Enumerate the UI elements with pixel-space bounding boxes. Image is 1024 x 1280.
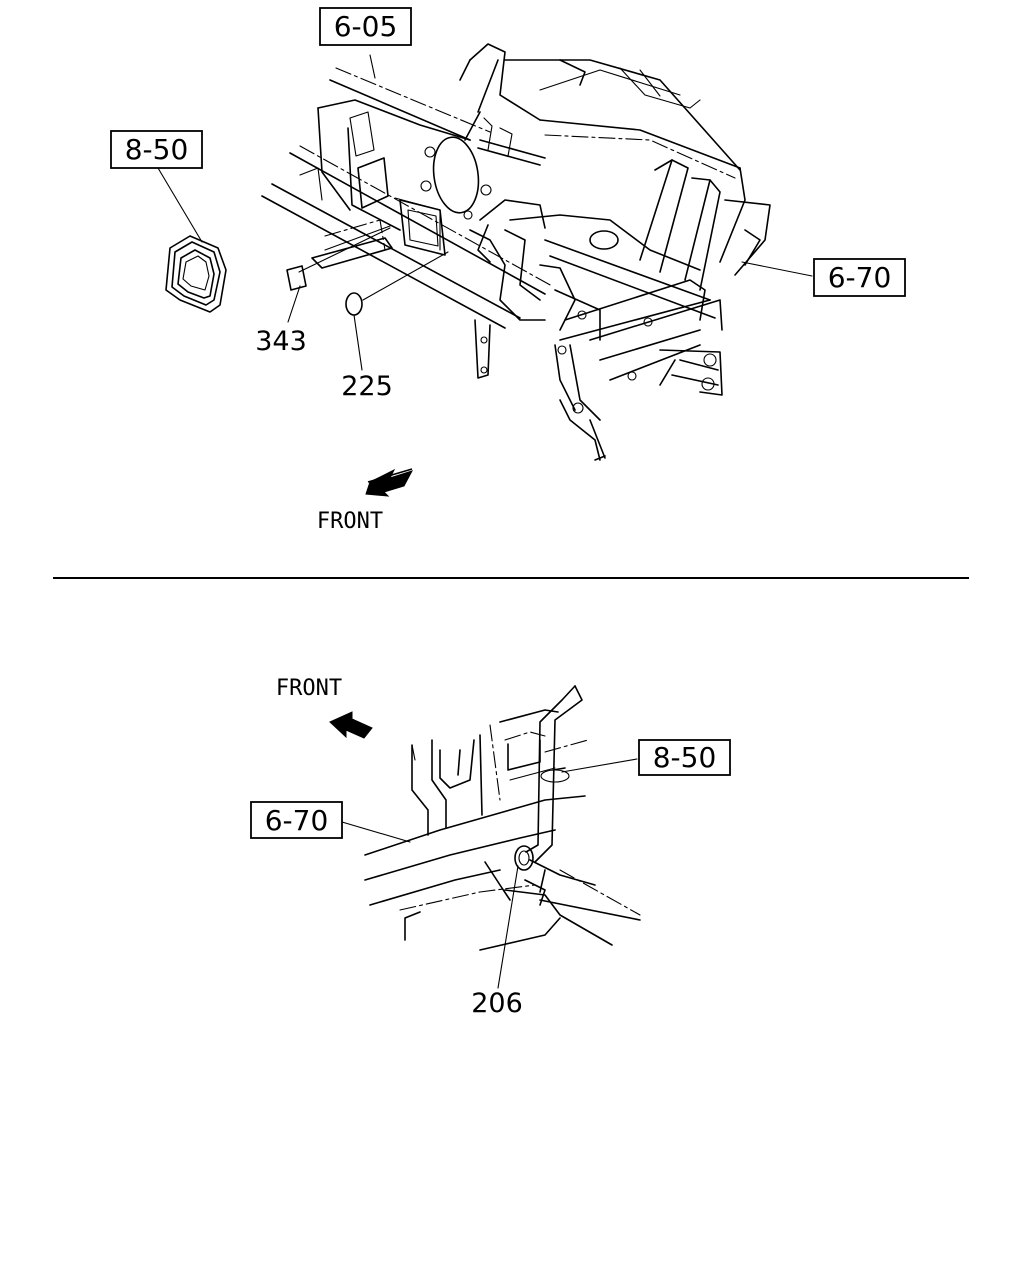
svg-text:8-50: 8-50: [125, 133, 189, 166]
bottom-leader-lines: [341, 758, 638, 989]
ref-8-50-bottom[interactable]: 8-50: [638, 739, 731, 776]
svg-text:6-70: 6-70: [828, 261, 892, 294]
grommet-8-50-top: [165, 235, 227, 313]
ref-6-70-bottom[interactable]: 6-70: [250, 801, 343, 839]
svg-text:8-50: 8-50: [653, 741, 717, 774]
front-arrow-icon: [365, 468, 414, 497]
ref-8-50-top[interactable]: 8-50: [110, 130, 203, 169]
bottom-body-structure: [364, 709, 641, 951]
top-body-structure: [261, 43, 771, 461]
drain-tube-8-50: [525, 685, 583, 863]
panel-343-callout: [311, 225, 393, 269]
ref-6-70-top[interactable]: 6-70: [813, 258, 906, 297]
front-arrow-icon: [329, 711, 373, 739]
top-leader-lines: [157, 54, 813, 371]
part-206-grommet: [514, 845, 534, 871]
ref-6-05-top[interactable]: 6-05: [319, 7, 412, 46]
part-225-plug: [345, 292, 363, 316]
part-343-patch: [286, 265, 307, 291]
svg-text:6-70: 6-70: [265, 804, 329, 837]
front-label-bottom: FRONT: [276, 676, 342, 701]
svg-text:6-05: 6-05: [334, 10, 398, 43]
part-number-343: 343: [255, 326, 307, 357]
part-number-225: 225: [341, 371, 393, 402]
front-label-top: FRONT: [317, 509, 383, 534]
part-number-206: 206: [471, 988, 523, 1019]
